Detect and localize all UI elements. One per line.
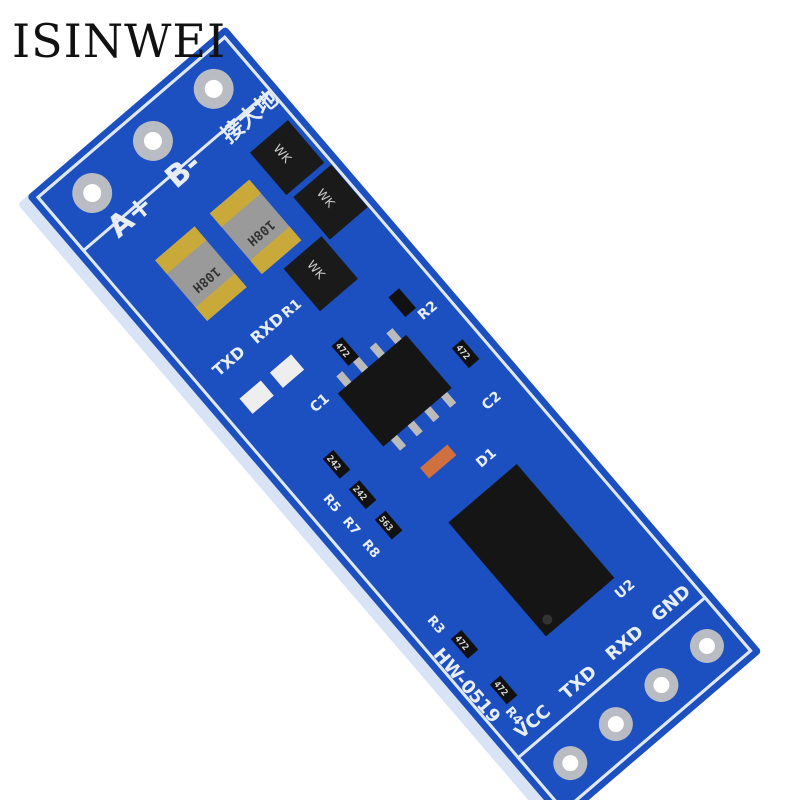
led-rxd — [269, 354, 305, 388]
output-header-frame — [516, 595, 753, 800]
ic-soic8 — [336, 328, 457, 451]
diode: WK — [293, 164, 368, 240]
brand-watermark: ISINWEI — [12, 14, 227, 68]
diode: WK — [249, 120, 325, 196]
output-pads — [553, 628, 724, 781]
ic-soic14 — [448, 463, 615, 637]
led-txd — [239, 380, 274, 414]
diode: WK — [283, 236, 358, 312]
diode-d1 — [419, 444, 457, 479]
fuse: 108H — [155, 226, 247, 322]
fuse: 108H — [209, 179, 302, 275]
input-pads — [72, 68, 234, 214]
input-header-frame — [35, 35, 273, 253]
